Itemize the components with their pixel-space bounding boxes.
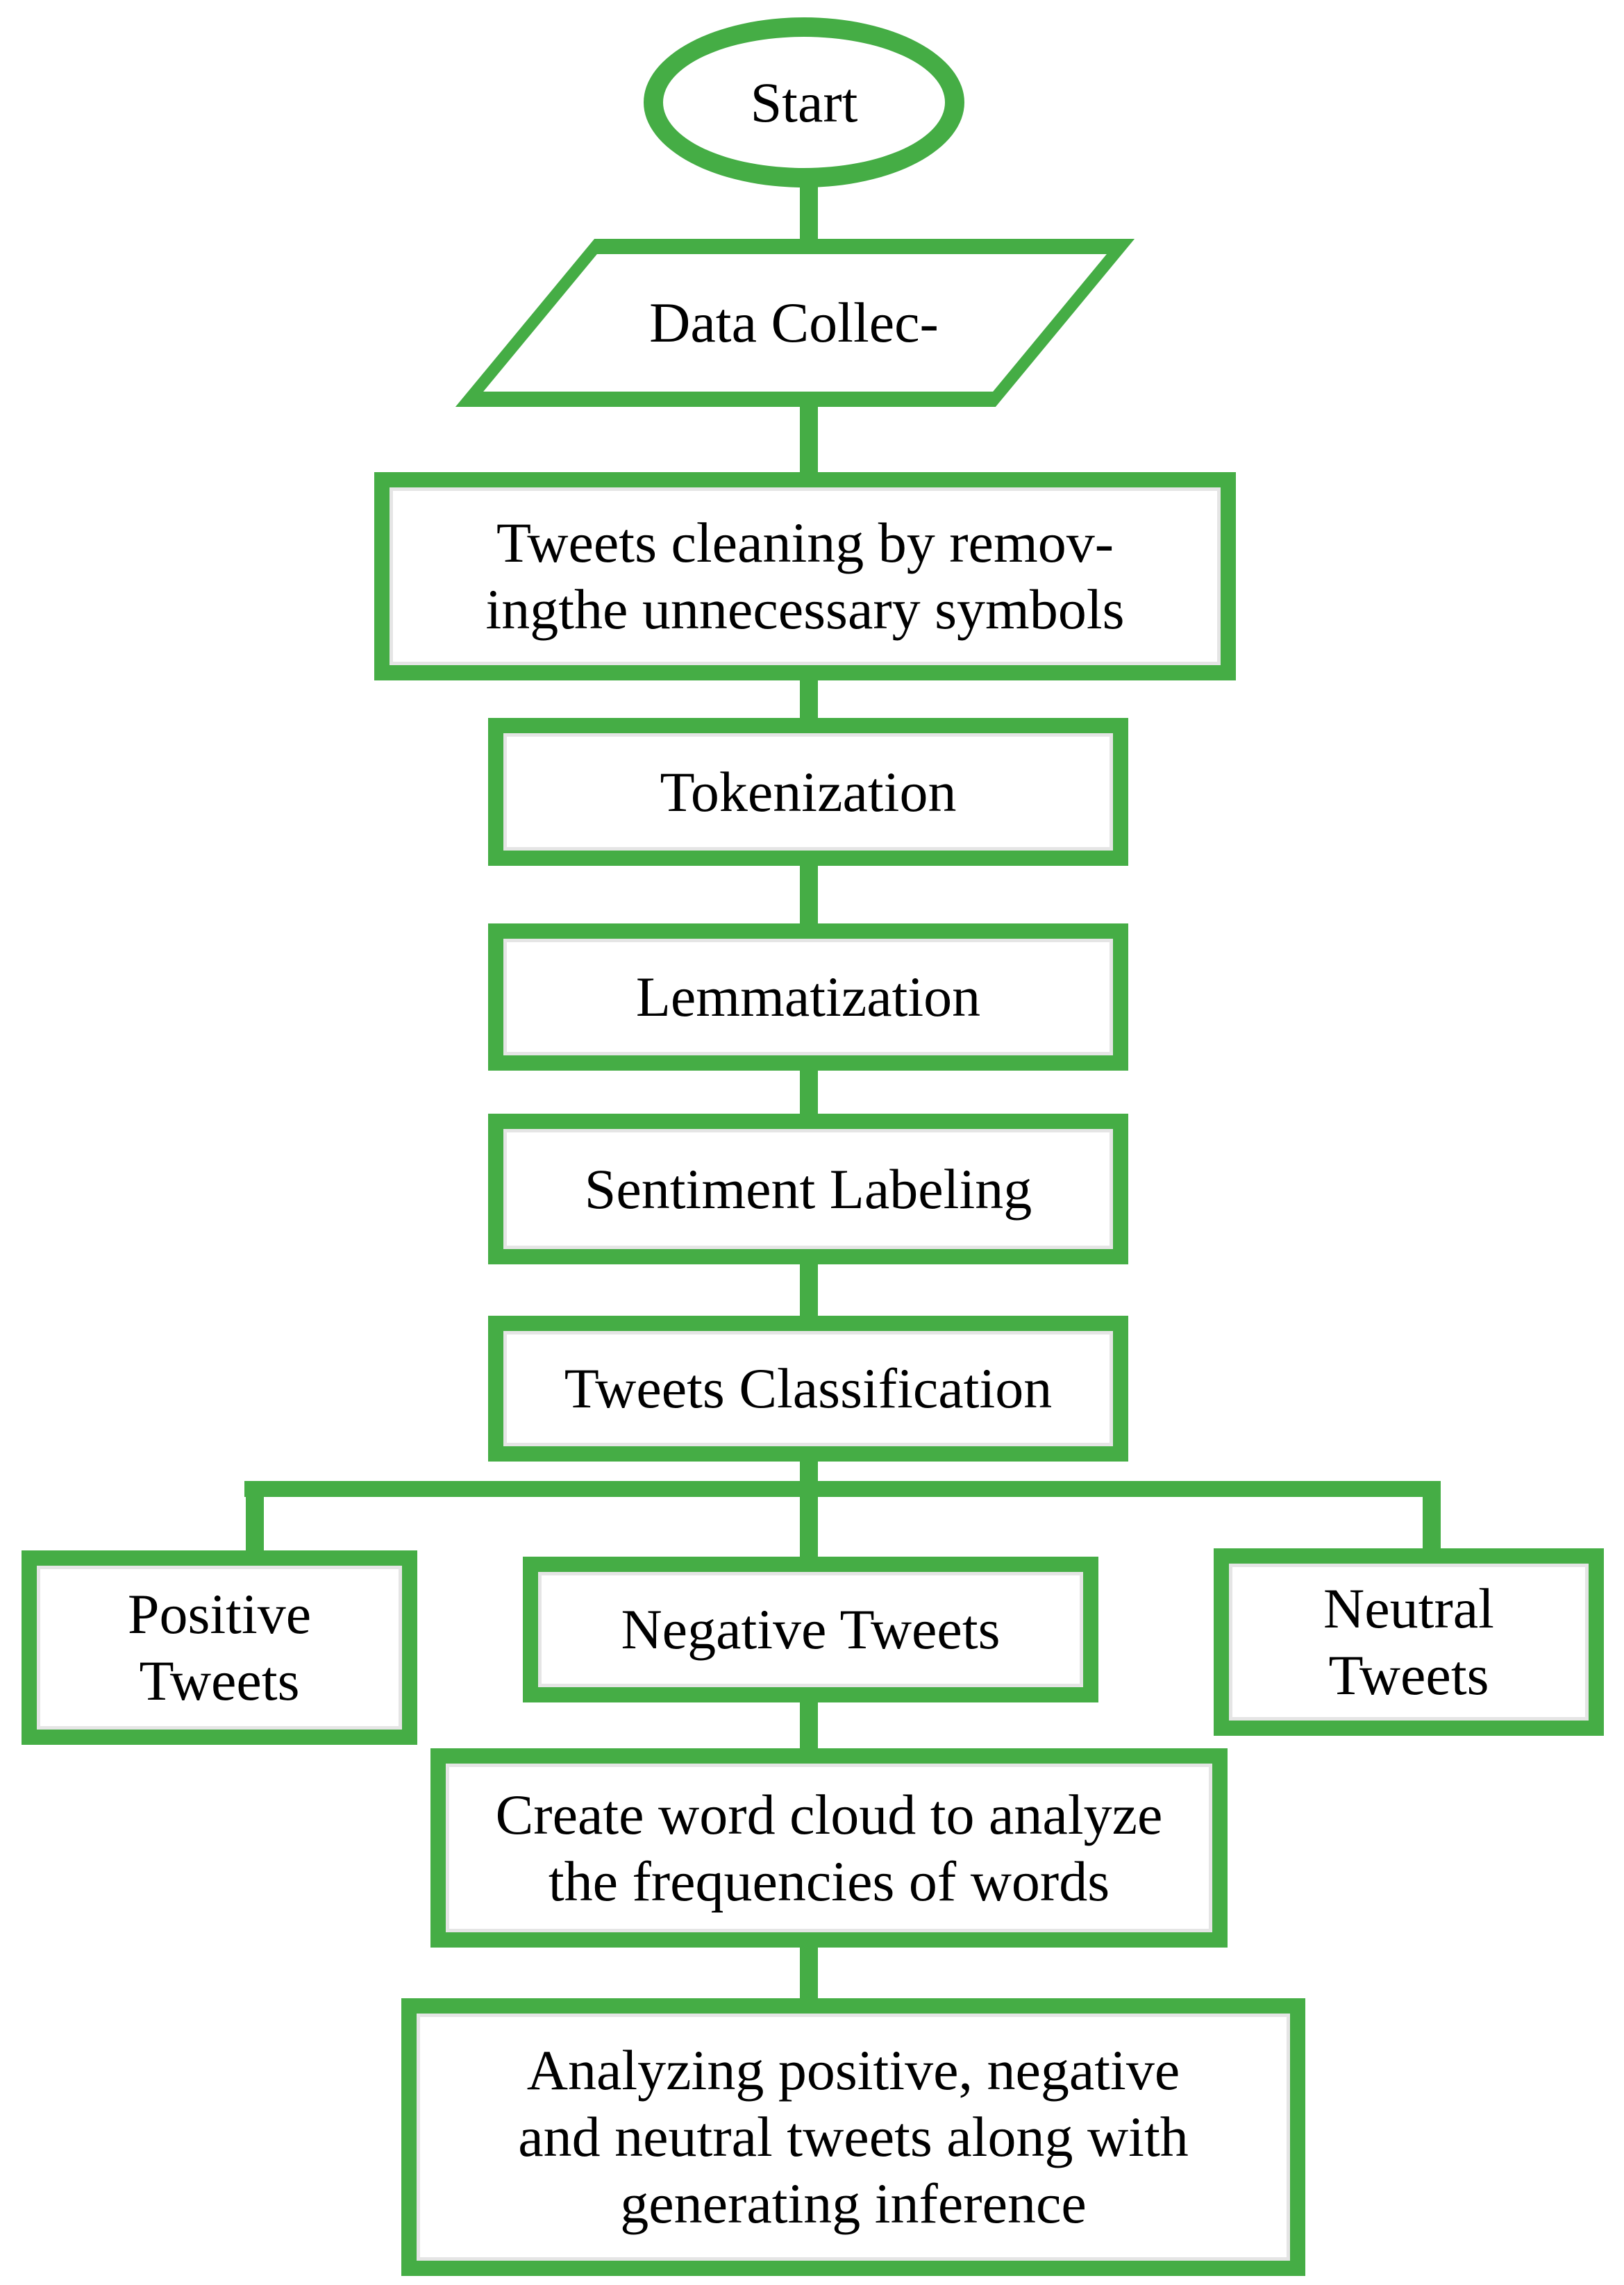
node-word-cloud: Create word cloud to analyze the frequen…: [430, 1748, 1228, 1948]
connector-branch-to-positive: [246, 1481, 264, 1553]
node-tweets-classification-label: Tweets Classification: [564, 1357, 1053, 1421]
node-negative-tweets-label: Negative Tweets: [621, 1598, 1001, 1662]
node-start: Start: [644, 17, 964, 187]
node-lemmatization-label: Lemmatization: [635, 965, 981, 1029]
node-neutral-tweets: Neutral Tweets: [1214, 1548, 1604, 1736]
node-negative-tweets: Negative Tweets: [523, 1557, 1098, 1702]
node-tokenization-label: Tokenization: [660, 760, 957, 823]
connector-start-to-data-collection: [800, 185, 818, 243]
node-sentiment-labeling: Sentiment Labeling: [488, 1114, 1128, 1264]
node-start-label: Start: [750, 70, 858, 134]
connector-tokenization-to-lemmatization: [800, 863, 818, 926]
connector-branch-to-neutral: [1423, 1481, 1441, 1551]
node-word-cloud-label: Create word cloud to analyze the frequen…: [495, 1782, 1163, 1913]
node-tweets-cleaning-label: Tweets cleaning by remov- ingthe unneces…: [485, 511, 1125, 641]
node-data-collection-label: Data Collec-: [649, 291, 939, 355]
node-tweets-cleaning: Tweets cleaning by remov- ingthe unneces…: [374, 472, 1236, 680]
node-neutral-tweets-label: Neutral Tweets: [1323, 1577, 1494, 1707]
node-analyzing: Analyzing positive, negative and neutral…: [401, 1998, 1305, 2276]
node-tweets-classification: Tweets Classification: [488, 1316, 1128, 1462]
connector-sentiment-to-classification: [800, 1262, 818, 1319]
connector-data-collection-to-cleaning: [800, 404, 818, 475]
node-lemmatization: Lemmatization: [488, 923, 1128, 1071]
connector-lemmatization-to-sentiment: [800, 1068, 818, 1116]
connector-classification-to-negative: [800, 1459, 818, 1559]
node-sentiment-labeling-label: Sentiment Labeling: [584, 1157, 1032, 1221]
node-analyzing-label: Analyzing positive, negative and neutral…: [518, 2039, 1189, 2235]
connector-wordcloud-to-analyzing: [800, 1945, 818, 2001]
node-positive-tweets: Positive Tweets: [22, 1550, 417, 1745]
connector-branch-horizontal: [244, 1481, 1441, 1497]
node-tokenization: Tokenization: [488, 718, 1128, 866]
connector-cleaning-to-tokenization: [800, 678, 818, 721]
node-positive-tweets-label: Positive Tweets: [127, 1582, 312, 1712]
connector-negative-to-wordcloud: [800, 1700, 818, 1751]
